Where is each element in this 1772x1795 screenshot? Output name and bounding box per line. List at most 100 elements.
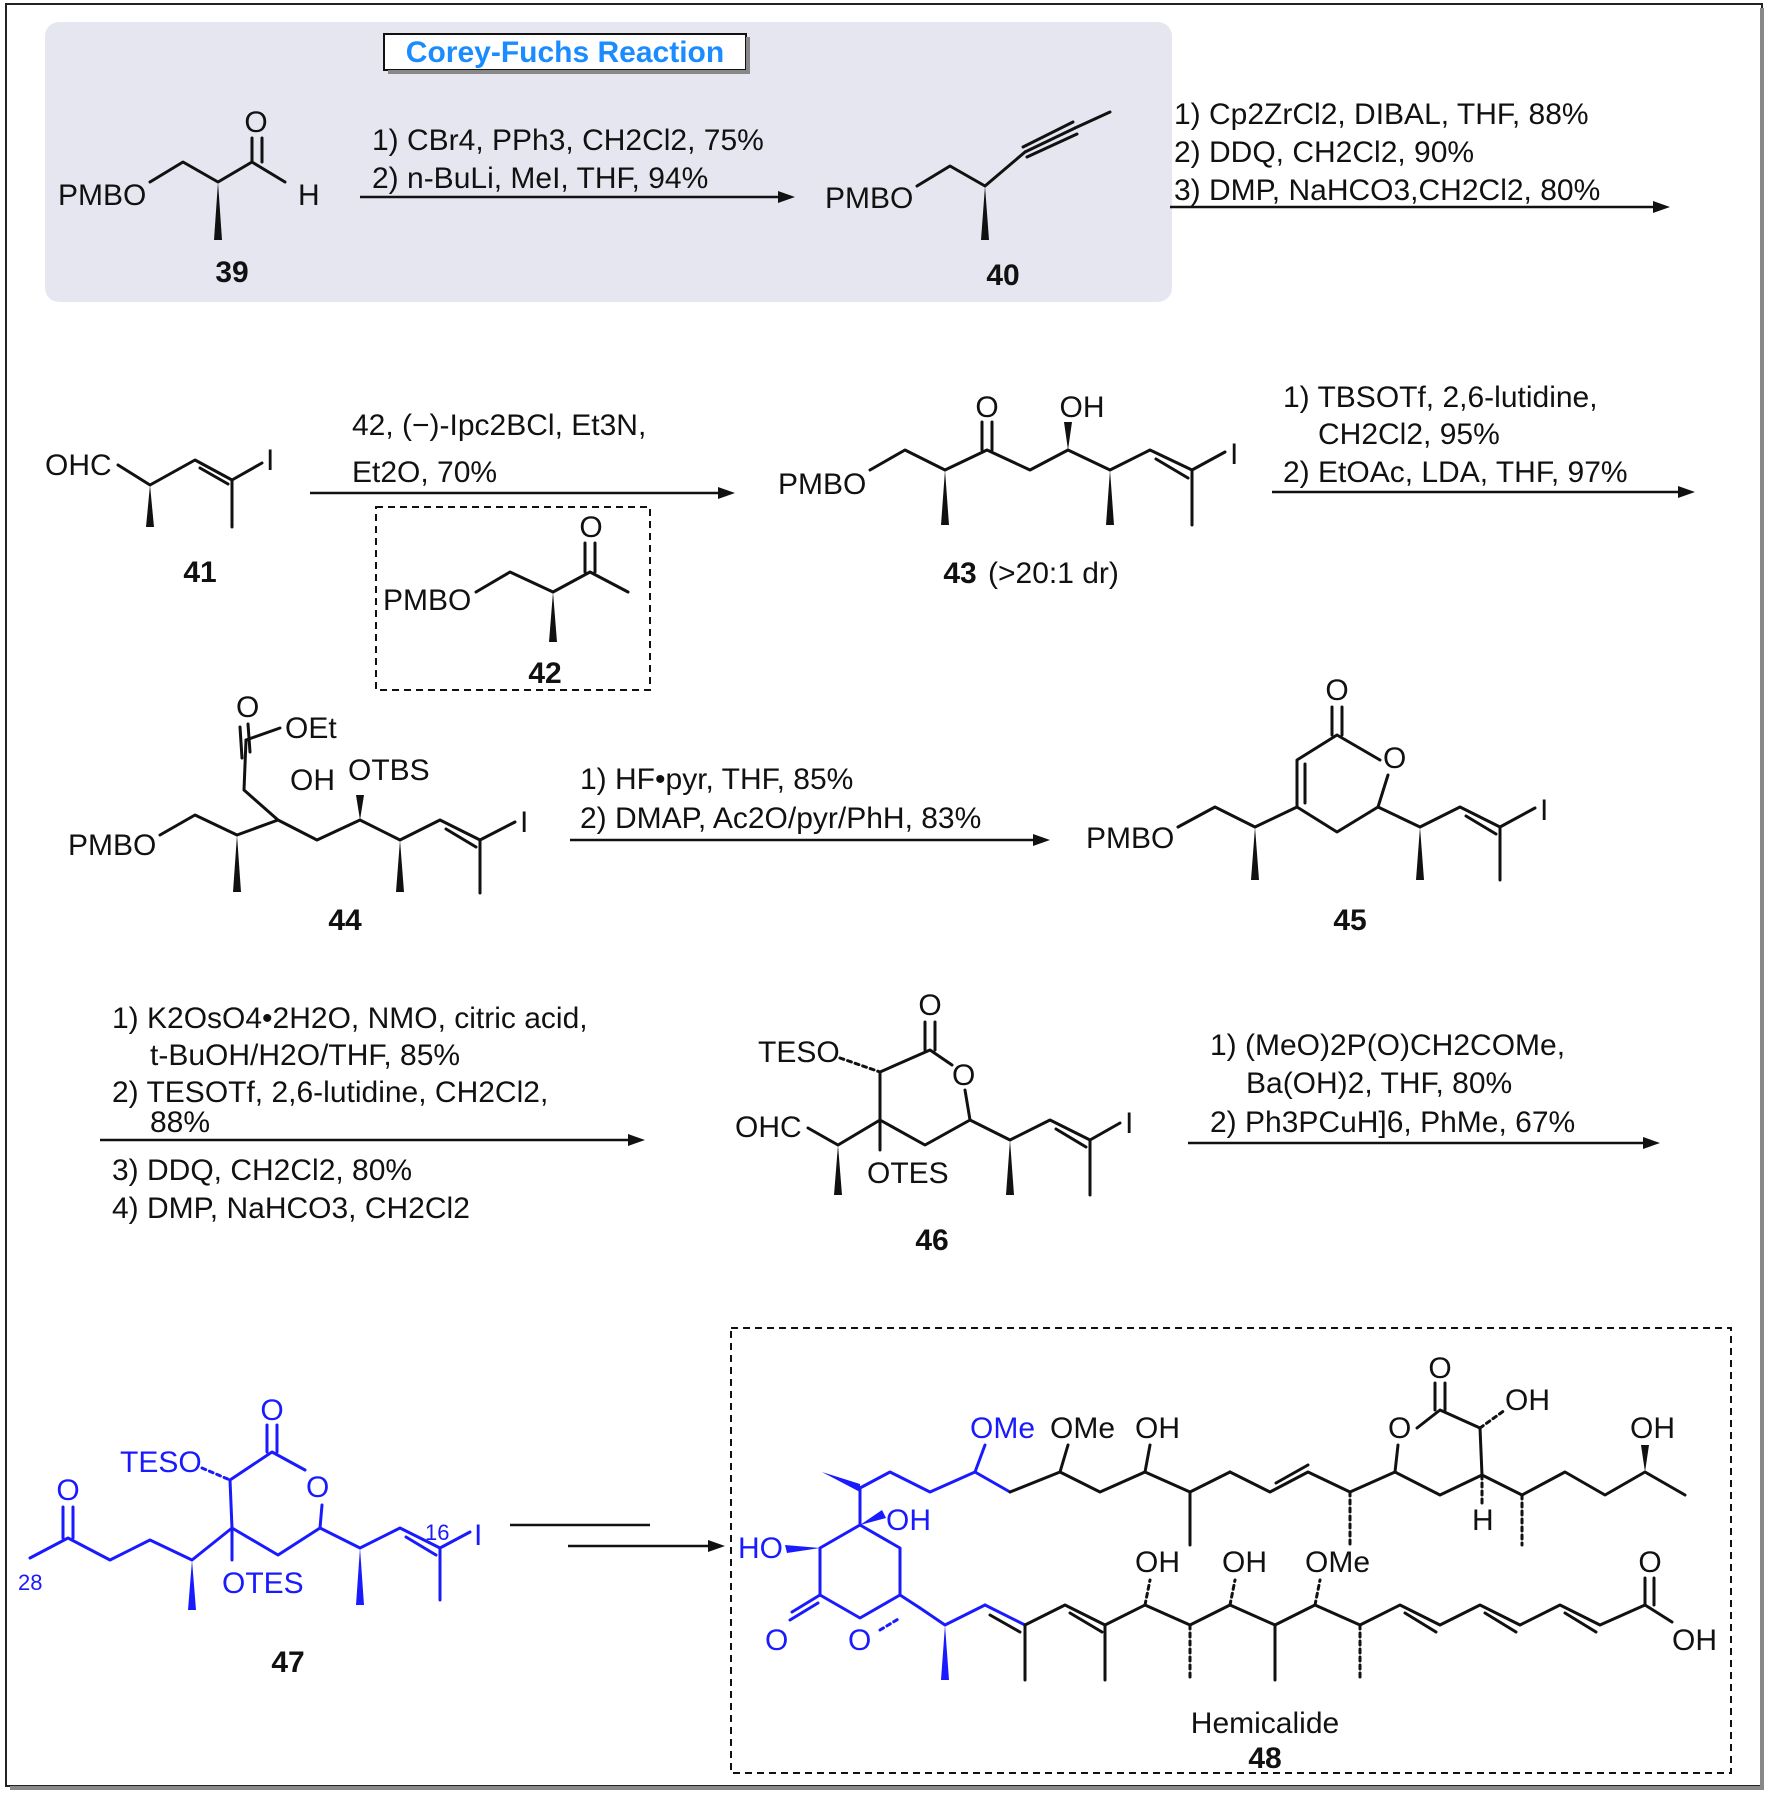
compound-44: O OEt PMBO OH OTBS I 44 <box>68 691 528 937</box>
title-text: Corey-Fuchs Reaction <box>406 36 724 69</box>
svg-text:28: 28 <box>18 1570 42 1595</box>
svg-text:4) DMP, NaHCO3, CH2Cl2: 4) DMP, NaHCO3, CH2Cl2 <box>112 1192 470 1225</box>
svg-text:O: O <box>260 1394 283 1427</box>
svg-text:O: O <box>236 691 259 724</box>
svg-text:I: I <box>520 806 528 839</box>
svg-text:O: O <box>975 391 998 424</box>
svg-text:1) HF•pyr, THF, 85%: 1) HF•pyr, THF, 85% <box>580 763 853 796</box>
label-48: 48 <box>1248 1742 1281 1775</box>
svg-text:TESO: TESO <box>120 1446 202 1479</box>
compound-41: OHC I 41 <box>45 444 274 589</box>
svg-text:OHC: OHC <box>735 1111 802 1144</box>
step-1-line-2: 2) n-BuLi, MeI, THF, 94% <box>372 162 708 195</box>
svg-text:OH: OH <box>1630 1412 1675 1445</box>
svg-text:3) DDQ, CH2Cl2, 80%: 3) DDQ, CH2Cl2, 80% <box>112 1154 412 1187</box>
svg-text:O: O <box>306 1471 329 1504</box>
svg-text:PMBO: PMBO <box>68 829 156 862</box>
svg-text:H: H <box>298 179 320 212</box>
svg-text:t-BuOH/H2O/THF, 85%: t-BuOH/H2O/THF, 85% <box>150 1039 460 1072</box>
svg-text:OMe: OMe <box>1050 1412 1115 1445</box>
hemicalide-name: Hemicalide <box>1191 1707 1339 1740</box>
svg-text:OH: OH <box>1222 1546 1267 1579</box>
svg-text:O: O <box>1638 1546 1661 1579</box>
svg-text:I: I <box>1230 438 1238 471</box>
compound-43: PMBO O OH I 43 (>20:1 dr) <box>778 391 1238 590</box>
svg-text:OH: OH <box>290 764 335 797</box>
svg-text:Et2O, 70%: Et2O, 70% <box>352 456 497 489</box>
svg-text:PMBO: PMBO <box>778 468 866 501</box>
svg-text:OH: OH <box>1135 1412 1180 1445</box>
step-1-line-1: 1) CBr4, PPh3, CH2Cl2, 75% <box>372 124 764 157</box>
svg-text:42, (−)-Ipc2BCl, Et3N,: 42, (−)-Ipc2BCl, Et3N, <box>352 409 646 442</box>
svg-text:O: O <box>1388 1412 1411 1445</box>
svg-text:16: 16 <box>425 1520 449 1545</box>
svg-text:1) Cp2ZrCl2, DIBAL, THF, 88%: 1) Cp2ZrCl2, DIBAL, THF, 88% <box>1174 98 1589 131</box>
pmbo-label: PMBO <box>58 179 146 212</box>
reagent-42-box <box>375 506 651 691</box>
compound-39: PMBO O H 39 <box>58 106 320 289</box>
svg-text:HO: HO <box>738 1532 783 1565</box>
svg-text:Ba(OH)2, THF, 80%: Ba(OH)2, THF, 80% <box>1246 1067 1512 1100</box>
svg-text:OH: OH <box>1135 1546 1180 1579</box>
svg-text:2) Ph3PCuH]6, PhMe, 67%: 2) Ph3PCuH]6, PhMe, 67% <box>1210 1106 1575 1139</box>
svg-text:PMBO: PMBO <box>1086 822 1174 855</box>
compound-48: OMe OMe OH O O OH H OH OH HO O O <box>738 1352 1717 1775</box>
svg-text:1) (MeO)2P(O)CH2COMe,: 1) (MeO)2P(O)CH2COMe, <box>1210 1029 1565 1062</box>
svg-text:H: H <box>1472 1504 1494 1537</box>
svg-text:O: O <box>952 1059 975 1092</box>
corey-fuchs-box <box>45 22 1172 302</box>
svg-text:OMe: OMe <box>970 1412 1035 1445</box>
label-42: 42 <box>528 657 561 690</box>
label-40: 40 <box>986 259 1019 292</box>
svg-text:O: O <box>1383 742 1406 775</box>
compound-46: TESO O O OHC OTES I 46 <box>735 989 1133 1257</box>
svg-text:O: O <box>765 1624 788 1657</box>
svg-text:I: I <box>1540 794 1548 827</box>
svg-text:OTES: OTES <box>222 1567 304 1600</box>
svg-text:OHC: OHC <box>45 449 112 482</box>
svg-text:OMe: OMe <box>1305 1546 1370 1579</box>
svg-text:OH: OH <box>1672 1624 1717 1657</box>
svg-text:I: I <box>1125 1107 1133 1140</box>
svg-text:O: O <box>1428 1352 1451 1385</box>
svg-text:2) TESOTf, 2,6-lutidine, CH2Cl: 2) TESOTf, 2,6-lutidine, CH2Cl2, <box>112 1076 548 1109</box>
svg-text:1) K2OsO4•2H2O, NMO, citric ac: 1) K2OsO4•2H2O, NMO, citric acid, <box>112 1002 588 1035</box>
label-44: 44 <box>328 904 362 937</box>
svg-text:TESO: TESO <box>758 1036 840 1069</box>
svg-text:O: O <box>56 1474 79 1507</box>
compound-47: O TESO O O 28 OTES 16 I 47 <box>18 1394 482 1679</box>
compound-45: PMBO O O I 45 <box>1086 674 1548 937</box>
svg-text:2) DMAP, Ac2O/pyr/PhH, 83%: 2) DMAP, Ac2O/pyr/PhH, 83% <box>580 802 981 835</box>
svg-text:OH: OH <box>886 1504 931 1537</box>
label-47: 47 <box>271 1646 304 1679</box>
svg-text:OTES: OTES <box>867 1157 949 1190</box>
svg-text:OH: OH <box>1505 1384 1550 1417</box>
svg-text:PMBO: PMBO <box>825 182 913 215</box>
svg-text:O: O <box>848 1624 871 1657</box>
label-45: 45 <box>1333 904 1366 937</box>
svg-text:1) TBSOTf, 2,6-lutidine,: 1) TBSOTf, 2,6-lutidine, <box>1283 381 1598 414</box>
svg-text:OEt: OEt <box>285 712 337 745</box>
svg-text:O: O <box>1325 674 1348 707</box>
label-39: 39 <box>215 256 248 289</box>
svg-text:2) EtOAc, LDA, THF, 97%: 2) EtOAc, LDA, THF, 97% <box>1283 456 1628 489</box>
svg-text:3) DMP, NaHCO3,CH2Cl2, 80%: 3) DMP, NaHCO3,CH2Cl2, 80% <box>1174 174 1600 207</box>
hemicalide-box <box>730 1327 1732 1774</box>
svg-text:O: O <box>918 989 941 1022</box>
svg-text:CH2Cl2, 95%: CH2Cl2, 95% <box>1318 418 1500 451</box>
svg-text:OH: OH <box>1060 391 1105 424</box>
label-43: 43 <box>943 557 976 590</box>
label-41: 41 <box>183 556 216 589</box>
svg-text:O: O <box>579 511 602 544</box>
compound-42: PMBO O 42 <box>383 511 630 690</box>
svg-text:PMBO: PMBO <box>383 584 471 617</box>
svg-text:OTBS: OTBS <box>348 754 430 787</box>
svg-text:2) DDQ, CH2Cl2, 90%: 2) DDQ, CH2Cl2, 90% <box>1174 136 1474 169</box>
svg-text:O: O <box>244 106 267 139</box>
compound-40: PMBO 40 <box>825 110 1112 292</box>
label-46: 46 <box>915 1224 948 1257</box>
title-box <box>383 33 747 71</box>
svg-text:(>20:1 dr): (>20:1 dr) <box>988 557 1119 590</box>
svg-text:88%: 88% <box>150 1106 210 1139</box>
